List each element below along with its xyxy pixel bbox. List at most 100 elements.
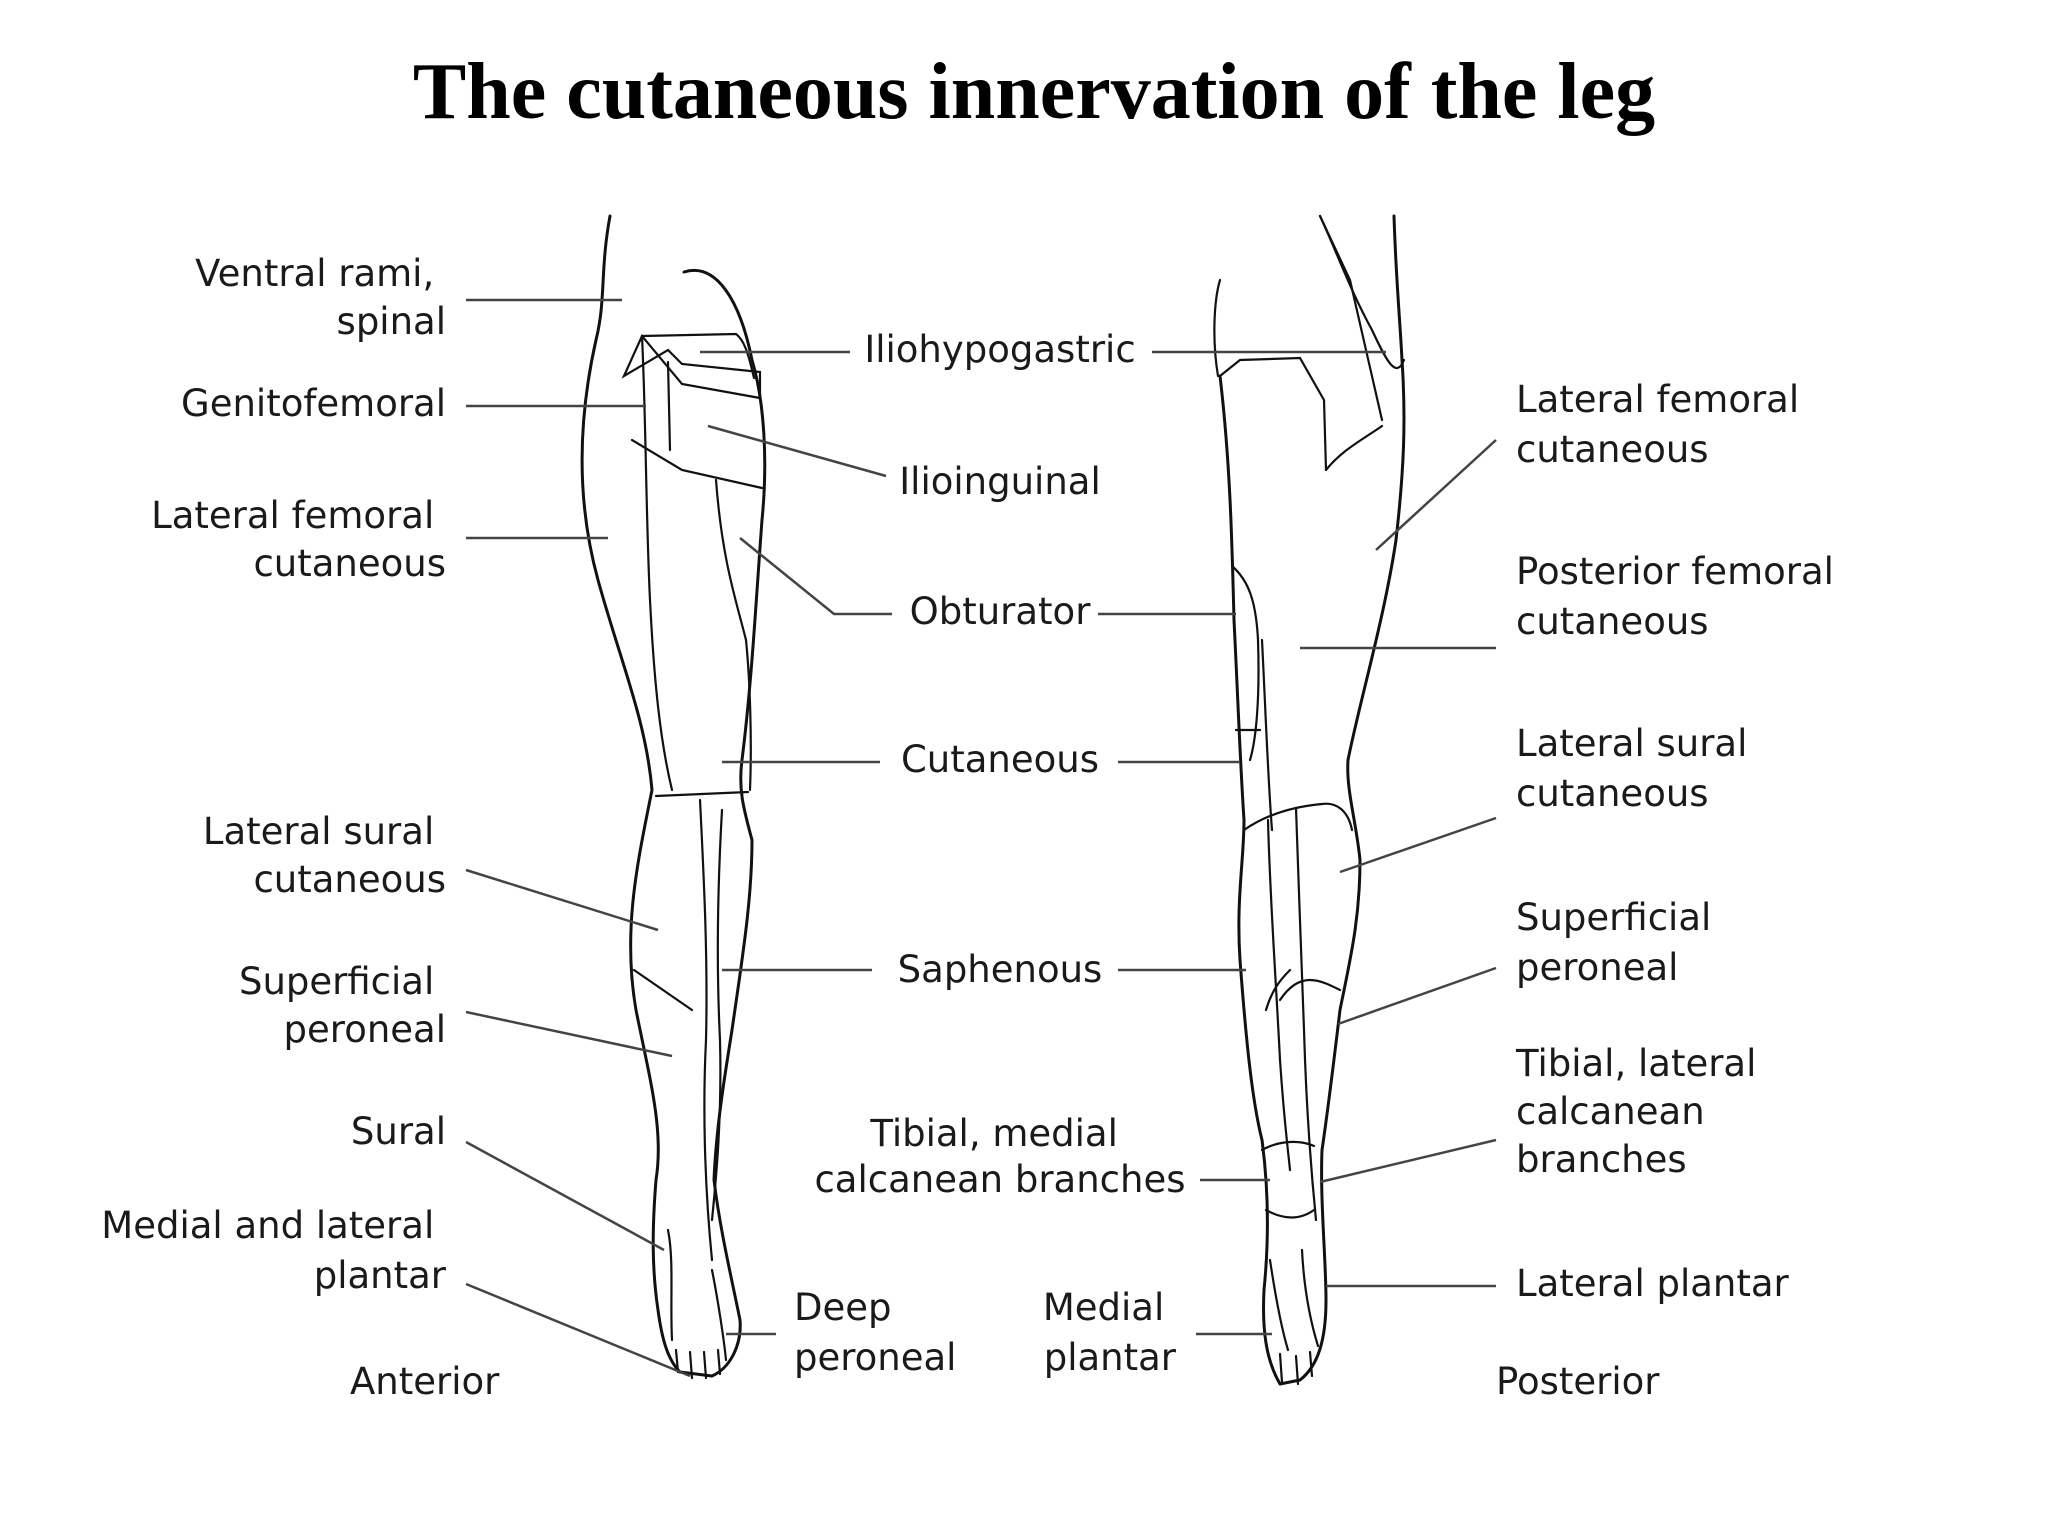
label-line: Tibial, lateral	[1515, 1042, 1756, 1085]
leader-line	[465, 1010, 673, 1058]
leader-line	[465, 868, 659, 932]
label-line: Genitofemoral	[181, 382, 446, 425]
label-line: cutaneous	[253, 542, 446, 585]
label-superficial-peroneal-posterior: Superficial peroneal	[1337, 896, 1711, 1026]
label-line: Medial	[1043, 1286, 1164, 1329]
leader-line	[1375, 439, 1497, 551]
svg-text:Saphenous: Saphenous	[898, 948, 1103, 991]
label-line: Saphenous	[898, 948, 1103, 991]
label-line: Obturator	[910, 590, 1092, 633]
leader-line	[1337, 966, 1497, 1026]
label-lateral-sural-posterior: Lateral sural cutaneous	[1339, 722, 1759, 874]
leader-line	[739, 537, 892, 616]
posterior-thigh-center	[1260, 638, 1274, 832]
posterior-leg-illustration	[1213, 214, 1406, 1386]
label-line: Iliohypogastric	[864, 328, 1135, 371]
posterior-popliteal-band	[1242, 802, 1354, 832]
label-posterior-femoral: Posterior femoral cutaneous	[1300, 550, 1846, 650]
leader-line	[1339, 816, 1497, 874]
svg-text:Ventral rami, spinal: Ventral rami, spinal	[195, 252, 446, 343]
label-line: Cutaneous	[901, 738, 1099, 781]
label-line: Superficial	[1516, 896, 1711, 939]
svg-text:Lateral sural cutaneous: Lateral sural cutaneous	[1516, 722, 1759, 815]
svg-text:Medial plantar: Medial plantar	[1043, 1286, 1177, 1379]
svg-text:Lateral femoral cutaneou: Lateral femoral cutaneous	[1516, 378, 1811, 471]
label-line: peroneal	[794, 1336, 956, 1379]
anterior-knee-band	[654, 790, 750, 798]
leader-line	[707, 424, 887, 478]
svg-text:Lateral plantar: Lateral plantar	[1516, 1262, 1790, 1305]
label-line: Deep	[794, 1286, 892, 1329]
label-line: calcanean	[1516, 1090, 1705, 1133]
anterior-inner-thigh-contour	[714, 478, 752, 792]
svg-text:Posterior femoral cutane: Posterior femoral cutaneous	[1516, 550, 1846, 643]
label-superficial-peroneal-anterior: Superficial peroneal	[239, 960, 673, 1058]
label-medial-plantar: Medial plantar	[1043, 1286, 1272, 1379]
label-sural: Sural	[351, 1110, 665, 1252]
label-line: Lateral plantar	[1516, 1262, 1790, 1305]
svg-text:Deep peroneal: Deep peroneal	[794, 1286, 956, 1379]
posterior-leg-medial-outline	[1218, 374, 1302, 1386]
svg-text:Genitofemoral: Genitofemoral	[181, 382, 446, 425]
leader-line	[1319, 1138, 1497, 1184]
svg-text:Obturator: Obturator	[910, 590, 1092, 633]
label-lateral-femoral-anterior: Lateral femoral cutaneous	[151, 494, 608, 585]
svg-text:Medial and lateral plant: Medial and lateral plantar	[101, 1204, 446, 1297]
anterior-inguinal-region	[621, 333, 762, 400]
anterior-leg-illustration	[580, 214, 767, 1380]
svg-text:Tibial, lateral calcanea: Tibial, lateral calcanean branches	[1515, 1042, 1768, 1181]
svg-text:Tibial, medial calcanean: Tibial, medial calcanean branches	[814, 1112, 1185, 1201]
anterior-foot-region	[666, 1228, 728, 1362]
label-deep-peroneal: Deep peroneal	[726, 1286, 956, 1379]
posterior-toes	[1278, 1350, 1314, 1386]
label-line: cutaneous	[253, 858, 446, 901]
label-line: calcanean branches	[814, 1158, 1185, 1201]
label-line: peroneal	[284, 1008, 446, 1051]
label-line: Lateral femoral	[1516, 378, 1799, 421]
label-line: branches	[1516, 1138, 1687, 1181]
label-line: Lateral sural	[203, 810, 434, 853]
label-line: Lateral sural	[1516, 722, 1747, 765]
leader-line	[465, 1140, 665, 1252]
label-line: Tibial, medial	[869, 1112, 1118, 1155]
anterior-shin-line-medial	[710, 808, 724, 1222]
svg-text:Ilioinguinal: Ilioinguinal	[899, 460, 1100, 503]
anterior-inguinal-line	[640, 332, 756, 380]
label-tibial-medial-calcanean: Tibial, medial calcanean branches	[814, 1112, 1270, 1201]
label-lateral-sural-anterior: Lateral sural cutaneous	[203, 810, 659, 932]
svg-text:Lateral femoral cutaneou: Lateral femoral cutaneous	[151, 494, 446, 585]
label-line: cutaneous	[1516, 428, 1709, 471]
label-saphenous: Saphenous	[722, 948, 1246, 991]
label-line: Ilioinguinal	[899, 460, 1100, 503]
svg-text:Cutaneous: Cutaneous	[901, 738, 1099, 781]
label-line: Sural	[351, 1110, 446, 1153]
anterior-thigh-band	[630, 438, 764, 490]
label-line: Medial and lateral	[101, 1204, 434, 1247]
label-line: cutaneous	[1516, 772, 1709, 815]
posterior-leg-lateral-outline	[1298, 214, 1406, 1382]
anterior-shin-line	[698, 798, 714, 1262]
label-cutaneous: Cutaneous	[722, 738, 1240, 781]
svg-text:Iliohypogastric: Iliohypogastric	[864, 328, 1135, 371]
label-genitofemoral: Genitofemoral	[181, 382, 646, 425]
anterior-thigh-lateral-contour	[640, 334, 674, 792]
posterior-sole-lines	[1268, 1248, 1320, 1352]
posterior-calf-center-line	[1294, 806, 1318, 1222]
label-line: plantar	[314, 1254, 447, 1297]
leader-line	[465, 1282, 691, 1378]
label-line: Lateral femoral	[151, 494, 434, 537]
view-label-posterior: Posterior	[1496, 1360, 1660, 1403]
anterior-calf-band	[632, 968, 694, 1012]
label-line: peroneal	[1516, 946, 1678, 989]
anterior-toes	[674, 1348, 722, 1380]
label-line: Ventral rami,	[195, 252, 434, 295]
anterior-leg-lateral-outline	[580, 214, 682, 1374]
label-line: Posterior femoral	[1516, 550, 1834, 593]
svg-text:Sural: Sural	[351, 1110, 446, 1153]
posterior-heel	[1260, 1140, 1316, 1219]
posterior-upper-lateral	[1318, 214, 1406, 369]
label-iliohypogastric: Iliohypogastric	[700, 328, 1386, 371]
label-lateral-femoral-posterior: Lateral femoral cutaneous	[1375, 378, 1811, 551]
posterior-thigh-inner-line	[1230, 564, 1260, 762]
